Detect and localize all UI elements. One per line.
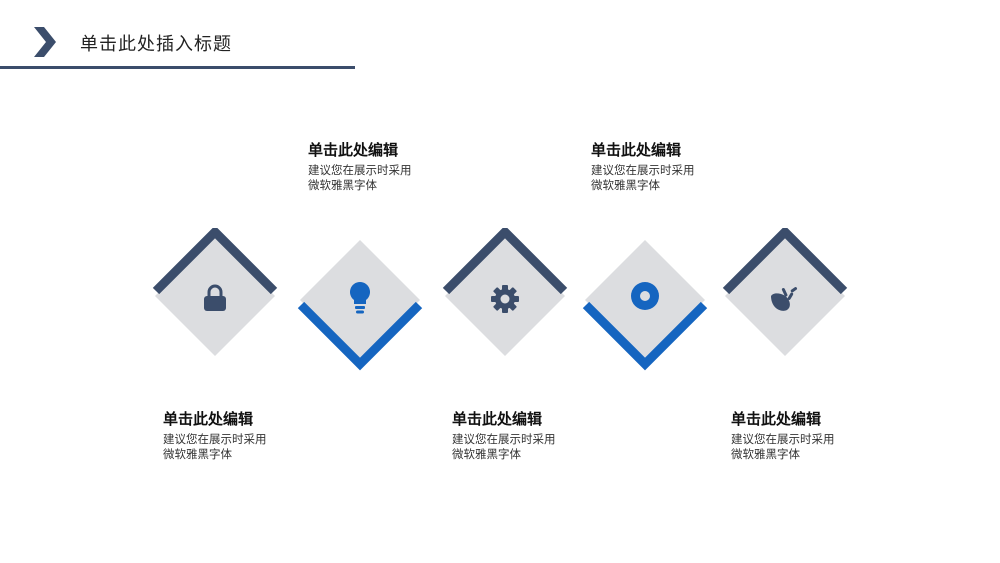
step-2-label: 单击此处编辑 建议您在展示时采用微软雅黑字体: [308, 140, 438, 193]
step-3: [435, 228, 575, 368]
step-4: [575, 232, 715, 372]
step-2: [290, 232, 430, 372]
header-divider: [0, 66, 355, 69]
step-heading: 单击此处编辑: [731, 410, 822, 428]
step-description: 建议您在展示时采用微软雅黑字体: [731, 432, 835, 461]
step-description: 建议您在展示时采用微软雅黑字体: [591, 163, 695, 192]
step-1: [145, 228, 285, 368]
step-description: 建议您在展示时采用微软雅黑字体: [452, 432, 556, 461]
gear-icon: [491, 285, 519, 313]
step-description: 建议您在展示时采用微软雅黑字体: [308, 163, 412, 192]
lock-icon: [204, 284, 226, 311]
chevron-right-icon: [34, 27, 56, 57]
seedling-icon: [771, 287, 798, 311]
step-heading: 单击此处编辑: [452, 410, 543, 428]
step-5: [715, 228, 855, 368]
step-1-label: 单击此处编辑 建议您在展示时采用微软雅黑字体: [163, 409, 293, 462]
lightbulb-icon: [350, 282, 370, 314]
step-3-label: 单击此处编辑 建议您在展示时采用微软雅黑字体: [452, 409, 582, 462]
step-heading: 单击此处编辑: [591, 141, 682, 159]
step-5-label: 单击此处编辑 建议您在展示时采用微软雅黑字体: [731, 409, 861, 462]
page-title: 单击此处插入标题: [80, 34, 232, 55]
step-heading: 单击此处编辑: [308, 141, 399, 159]
step-4-label: 单击此处编辑 建议您在展示时采用微软雅黑字体: [591, 140, 721, 193]
target-icon: [631, 282, 659, 310]
step-description: 建议您在展示时采用微软雅黑字体: [163, 432, 267, 461]
step-heading: 单击此处编辑: [163, 410, 254, 428]
